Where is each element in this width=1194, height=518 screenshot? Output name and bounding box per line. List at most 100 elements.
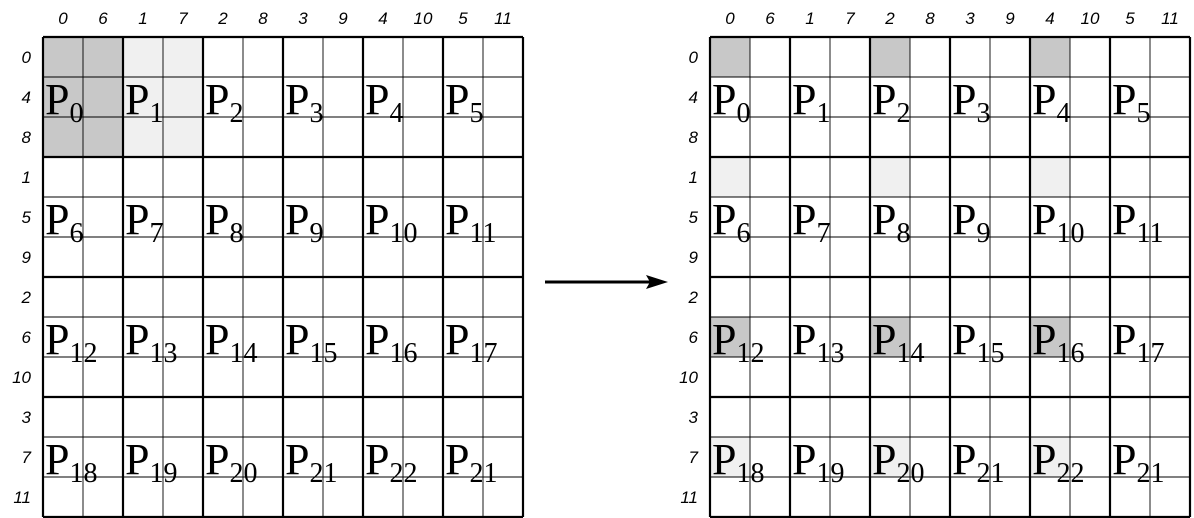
process-label: P18 [45,435,97,489]
shaded-cell-dark [710,317,750,357]
process-label: P19 [125,435,177,489]
shaded-cell-light [870,437,910,477]
column-label: 1 [805,9,814,28]
column-label: 5 [1125,9,1135,28]
column-label: 7 [178,9,188,28]
column-label: 0 [58,9,68,28]
shaded-cell-dark [43,77,83,117]
row-label: 11 [680,488,698,507]
column-label: 10 [414,9,433,28]
redistribution-arrow [545,275,668,289]
row-label: 3 [22,408,32,427]
row-label: 0 [689,48,699,67]
shaded-cell-light [123,117,163,157]
arrow-head [646,275,668,289]
process-label: P12 [712,315,764,369]
column-label: 10 [1081,9,1100,28]
process-label: P17 [1112,315,1164,369]
process-label: P11 [1112,195,1163,249]
shaded-cell-light [123,37,163,77]
process-label: P0 [712,75,750,129]
shaded-cell-dark [83,37,123,77]
column-label: 6 [765,9,775,28]
process-label: P20 [205,435,257,489]
column-label: 5 [458,9,468,28]
column-label: 1 [138,9,147,28]
row-label: 5 [22,208,32,227]
process-label: P8 [872,195,910,249]
row-label: 11 [13,488,31,507]
process-label: P16 [365,315,417,369]
process-label: P8 [205,195,243,249]
column-label: 4 [378,9,387,28]
column-label: 9 [338,9,348,28]
process-label: P14 [872,315,924,369]
column-label: 3 [298,9,308,28]
process-label: P22 [365,435,417,489]
process-label: P6 [45,195,83,249]
row-label: 2 [21,288,32,307]
process-label: P3 [285,75,323,129]
column-label: 6 [98,9,108,28]
process-label: P21 [445,435,497,489]
column-label: 11 [1161,9,1179,28]
process-label: P21 [285,435,337,489]
shaded-cell-light [163,37,203,77]
process-label: P9 [952,195,990,249]
row-label: 6 [22,328,32,347]
process-label: P17 [445,315,497,369]
column-label: 8 [925,9,935,28]
process-label: P11 [445,195,496,249]
row-label: 3 [689,408,699,427]
row-label: 4 [22,88,31,107]
shaded-cell-light [123,77,163,117]
process-label: P18 [712,435,764,489]
shaded-cell-light [710,157,750,197]
process-label: P22 [1032,435,1084,489]
row-label: 1 [689,168,698,187]
process-label: P5 [1112,75,1150,129]
process-label: P15 [952,315,1004,369]
column-label: 3 [965,9,975,28]
process-label: P7 [125,195,163,249]
process-label: P21 [952,435,1004,489]
process-label: P10 [1032,195,1084,249]
process-label: P1 [792,75,830,129]
process-label: P10 [365,195,417,249]
process-label: P5 [445,75,483,129]
process-label: P13 [792,315,844,369]
process-label: P19 [792,435,844,489]
process-label: P13 [125,315,177,369]
shaded-cell-light [1030,437,1070,477]
row-label: 10 [12,368,31,387]
process-label: P20 [872,435,924,489]
row-label: 6 [689,328,699,347]
shaded-cell-dark [1030,317,1070,357]
process-label: P21 [1112,435,1164,489]
column-label: 9 [1005,9,1015,28]
column-label: 2 [217,9,228,28]
process-label: P2 [205,75,243,129]
shaded-cell-dark [83,77,123,117]
row-label: 2 [688,288,699,307]
row-label: 5 [689,208,699,227]
process-label: P3 [952,75,990,129]
process-label: P16 [1032,315,1084,369]
row-label: 4 [689,88,698,107]
shaded-cell-dark [83,117,123,157]
column-label: 8 [258,9,268,28]
process-label: P1 [125,75,163,129]
process-label: P2 [872,75,910,129]
shaded-cell-dark [870,317,910,357]
row-label: 8 [22,128,32,147]
shaded-cell-dark [1030,37,1070,77]
shaded-cell-dark [43,117,83,157]
row-label: 0 [22,48,32,67]
shaded-cell-light [870,157,910,197]
row-label: 8 [689,128,699,147]
process-label: P7 [792,195,830,249]
row-label: 7 [689,448,699,467]
